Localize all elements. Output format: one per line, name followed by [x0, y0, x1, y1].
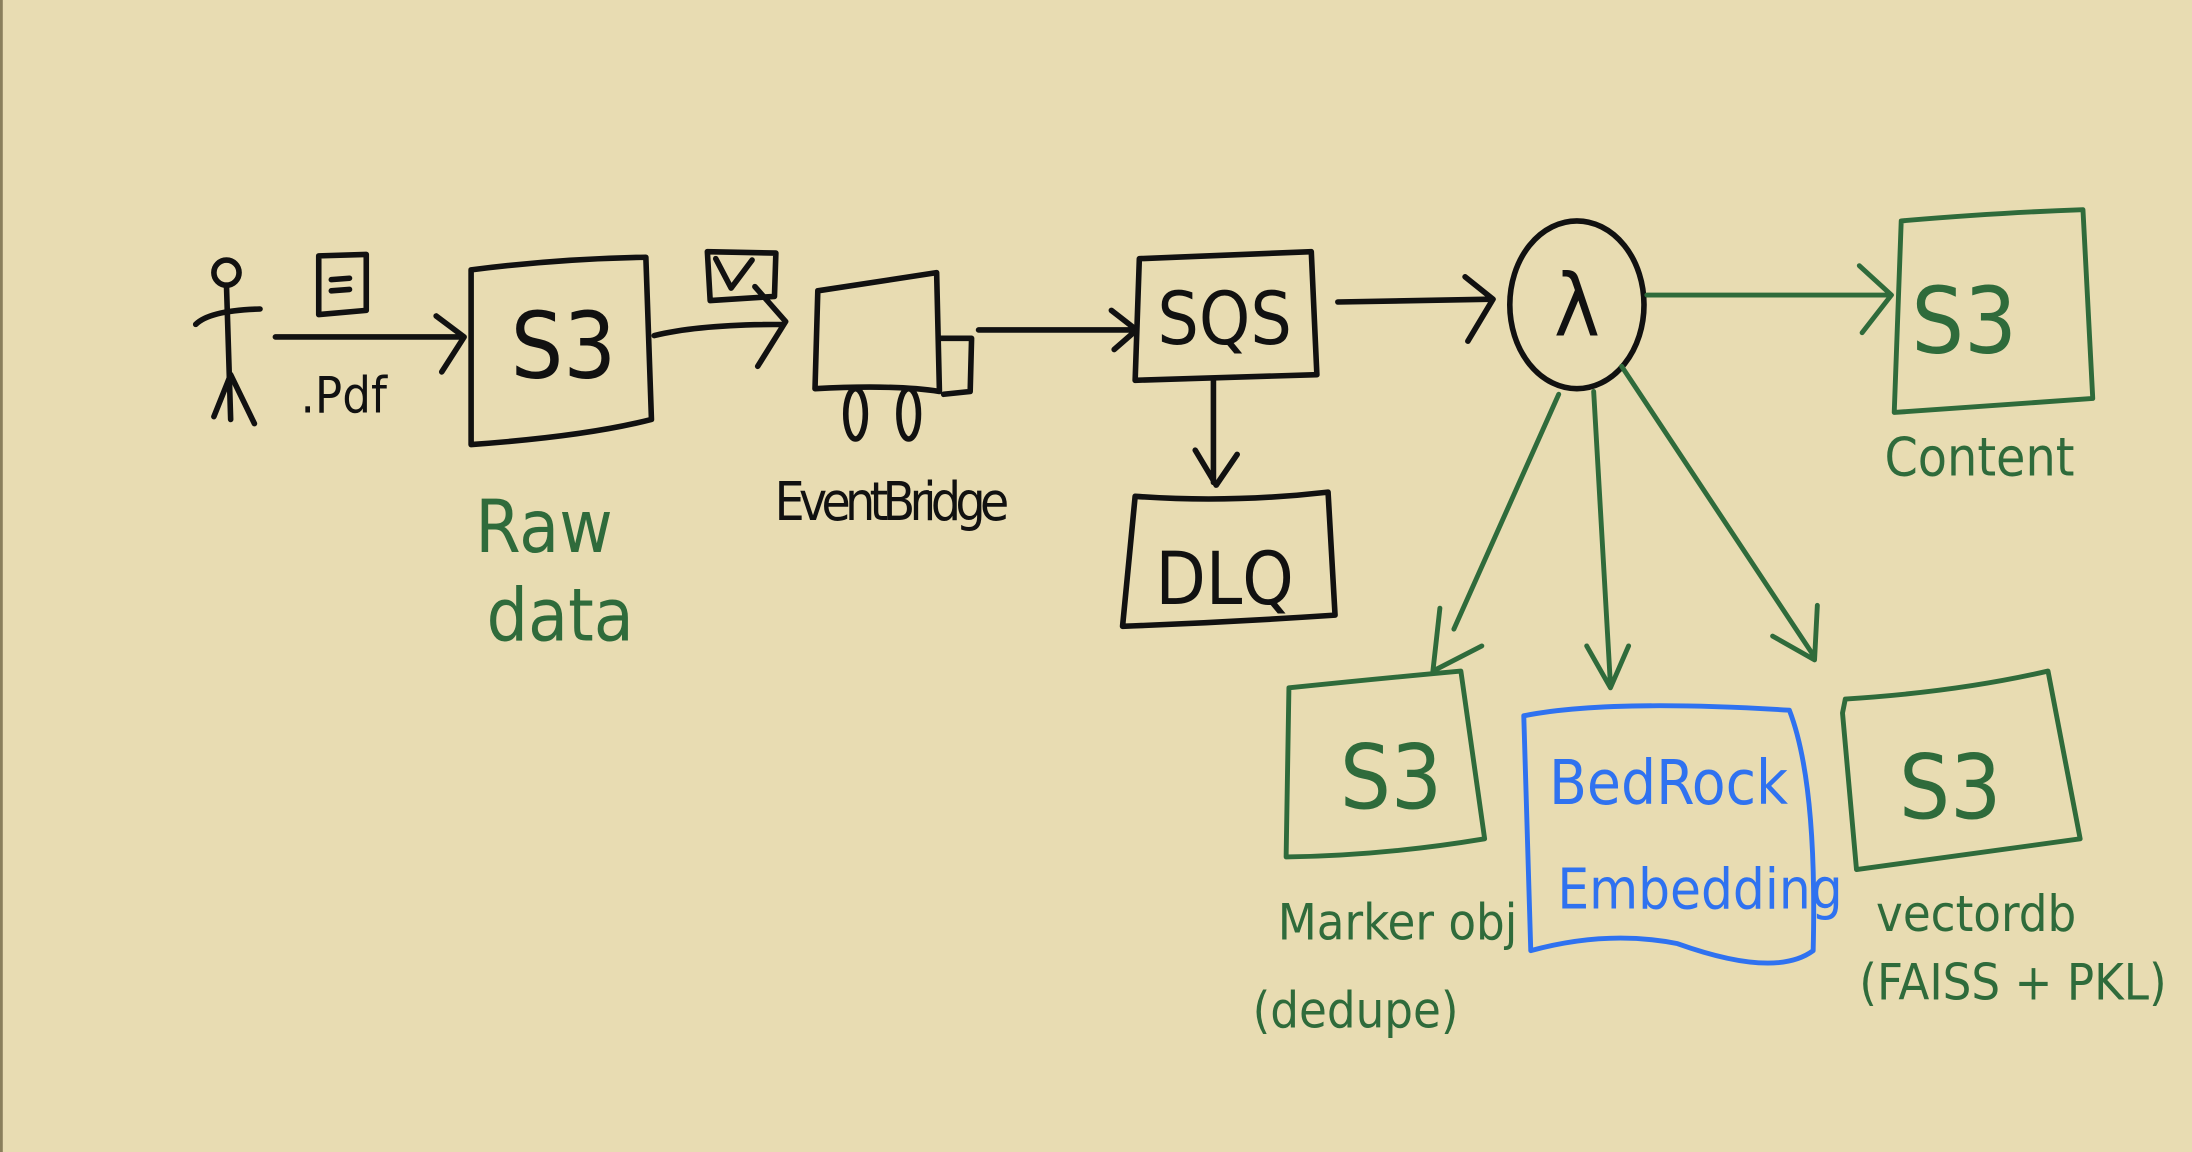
raw-data-caption-line1: Raw	[475, 486, 612, 570]
arrow-sqs-to-lambda	[1335, 274, 1496, 344]
vector-caption-line2: (FAISS + PKL)	[1859, 953, 2166, 1012]
eventbridge-cart-icon	[812, 269, 975, 442]
dlq-label: DLQ	[1155, 538, 1293, 622]
raw-data-caption-line2: data	[486, 574, 633, 658]
arrow-sqs-to-dlq	[1192, 377, 1240, 488]
raw-s3-label: S3	[511, 291, 617, 399]
content-caption: Content	[1884, 426, 2074, 488]
dlq-queue: DLQ	[1119, 489, 1338, 630]
marker-s3-label: S3	[1340, 726, 1442, 830]
eventbridge-label: EventBridge	[774, 471, 1009, 533]
arrow-lambda-to-content-s3	[1644, 263, 1894, 336]
sqs-label: SQS	[1157, 278, 1292, 362]
content-s3-label: S3	[1911, 266, 2017, 374]
arrow-user-to-raw-s3	[272, 313, 467, 375]
marker-caption-line2: (dedupe)	[1253, 981, 1459, 1040]
bedrock-label-line2: Embedding	[1557, 858, 1842, 923]
document-icon	[315, 251, 370, 318]
pdf-label: .Pdf	[301, 365, 388, 424]
lambda-function: λ	[1507, 218, 1647, 392]
arrow-lambda-to-vector-s3	[1619, 363, 1820, 663]
arrow-lambda-to-marker-s3	[1430, 391, 1562, 674]
bedrock-embedding-box: BedRock Embedding	[1521, 703, 1843, 966]
envelope-check-icon	[704, 248, 779, 304]
marker-s3-bucket: S3	[1283, 668, 1488, 860]
marker-caption-line1: Marker obj	[1278, 892, 1518, 951]
arrow-lambda-to-bedrock	[1584, 389, 1632, 691]
lambda-label: λ	[1554, 257, 1600, 357]
vector-caption-line1: vectordb	[1876, 884, 2076, 943]
raw-s3-bucket: S3	[468, 254, 655, 448]
sqs-queue: SQS	[1132, 248, 1320, 384]
stick-figure-icon	[192, 257, 263, 427]
bedrock-label-line1: BedRock	[1549, 747, 1788, 819]
vector-s3-bucket: S3	[1840, 668, 2083, 873]
vector-s3-label: S3	[1899, 736, 2001, 840]
content-s3-bucket: S3	[1891, 207, 2096, 415]
